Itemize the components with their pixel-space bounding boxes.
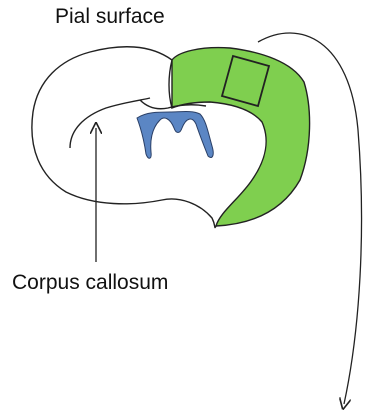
pial-surface-label: Pial surface: [55, 5, 165, 29]
corpus-callosum-contour: [70, 98, 150, 148]
ventricle: [137, 112, 213, 159]
corpus-callosum-label: Corpus callosum: [12, 271, 168, 295]
cortex-region: [172, 48, 310, 226]
